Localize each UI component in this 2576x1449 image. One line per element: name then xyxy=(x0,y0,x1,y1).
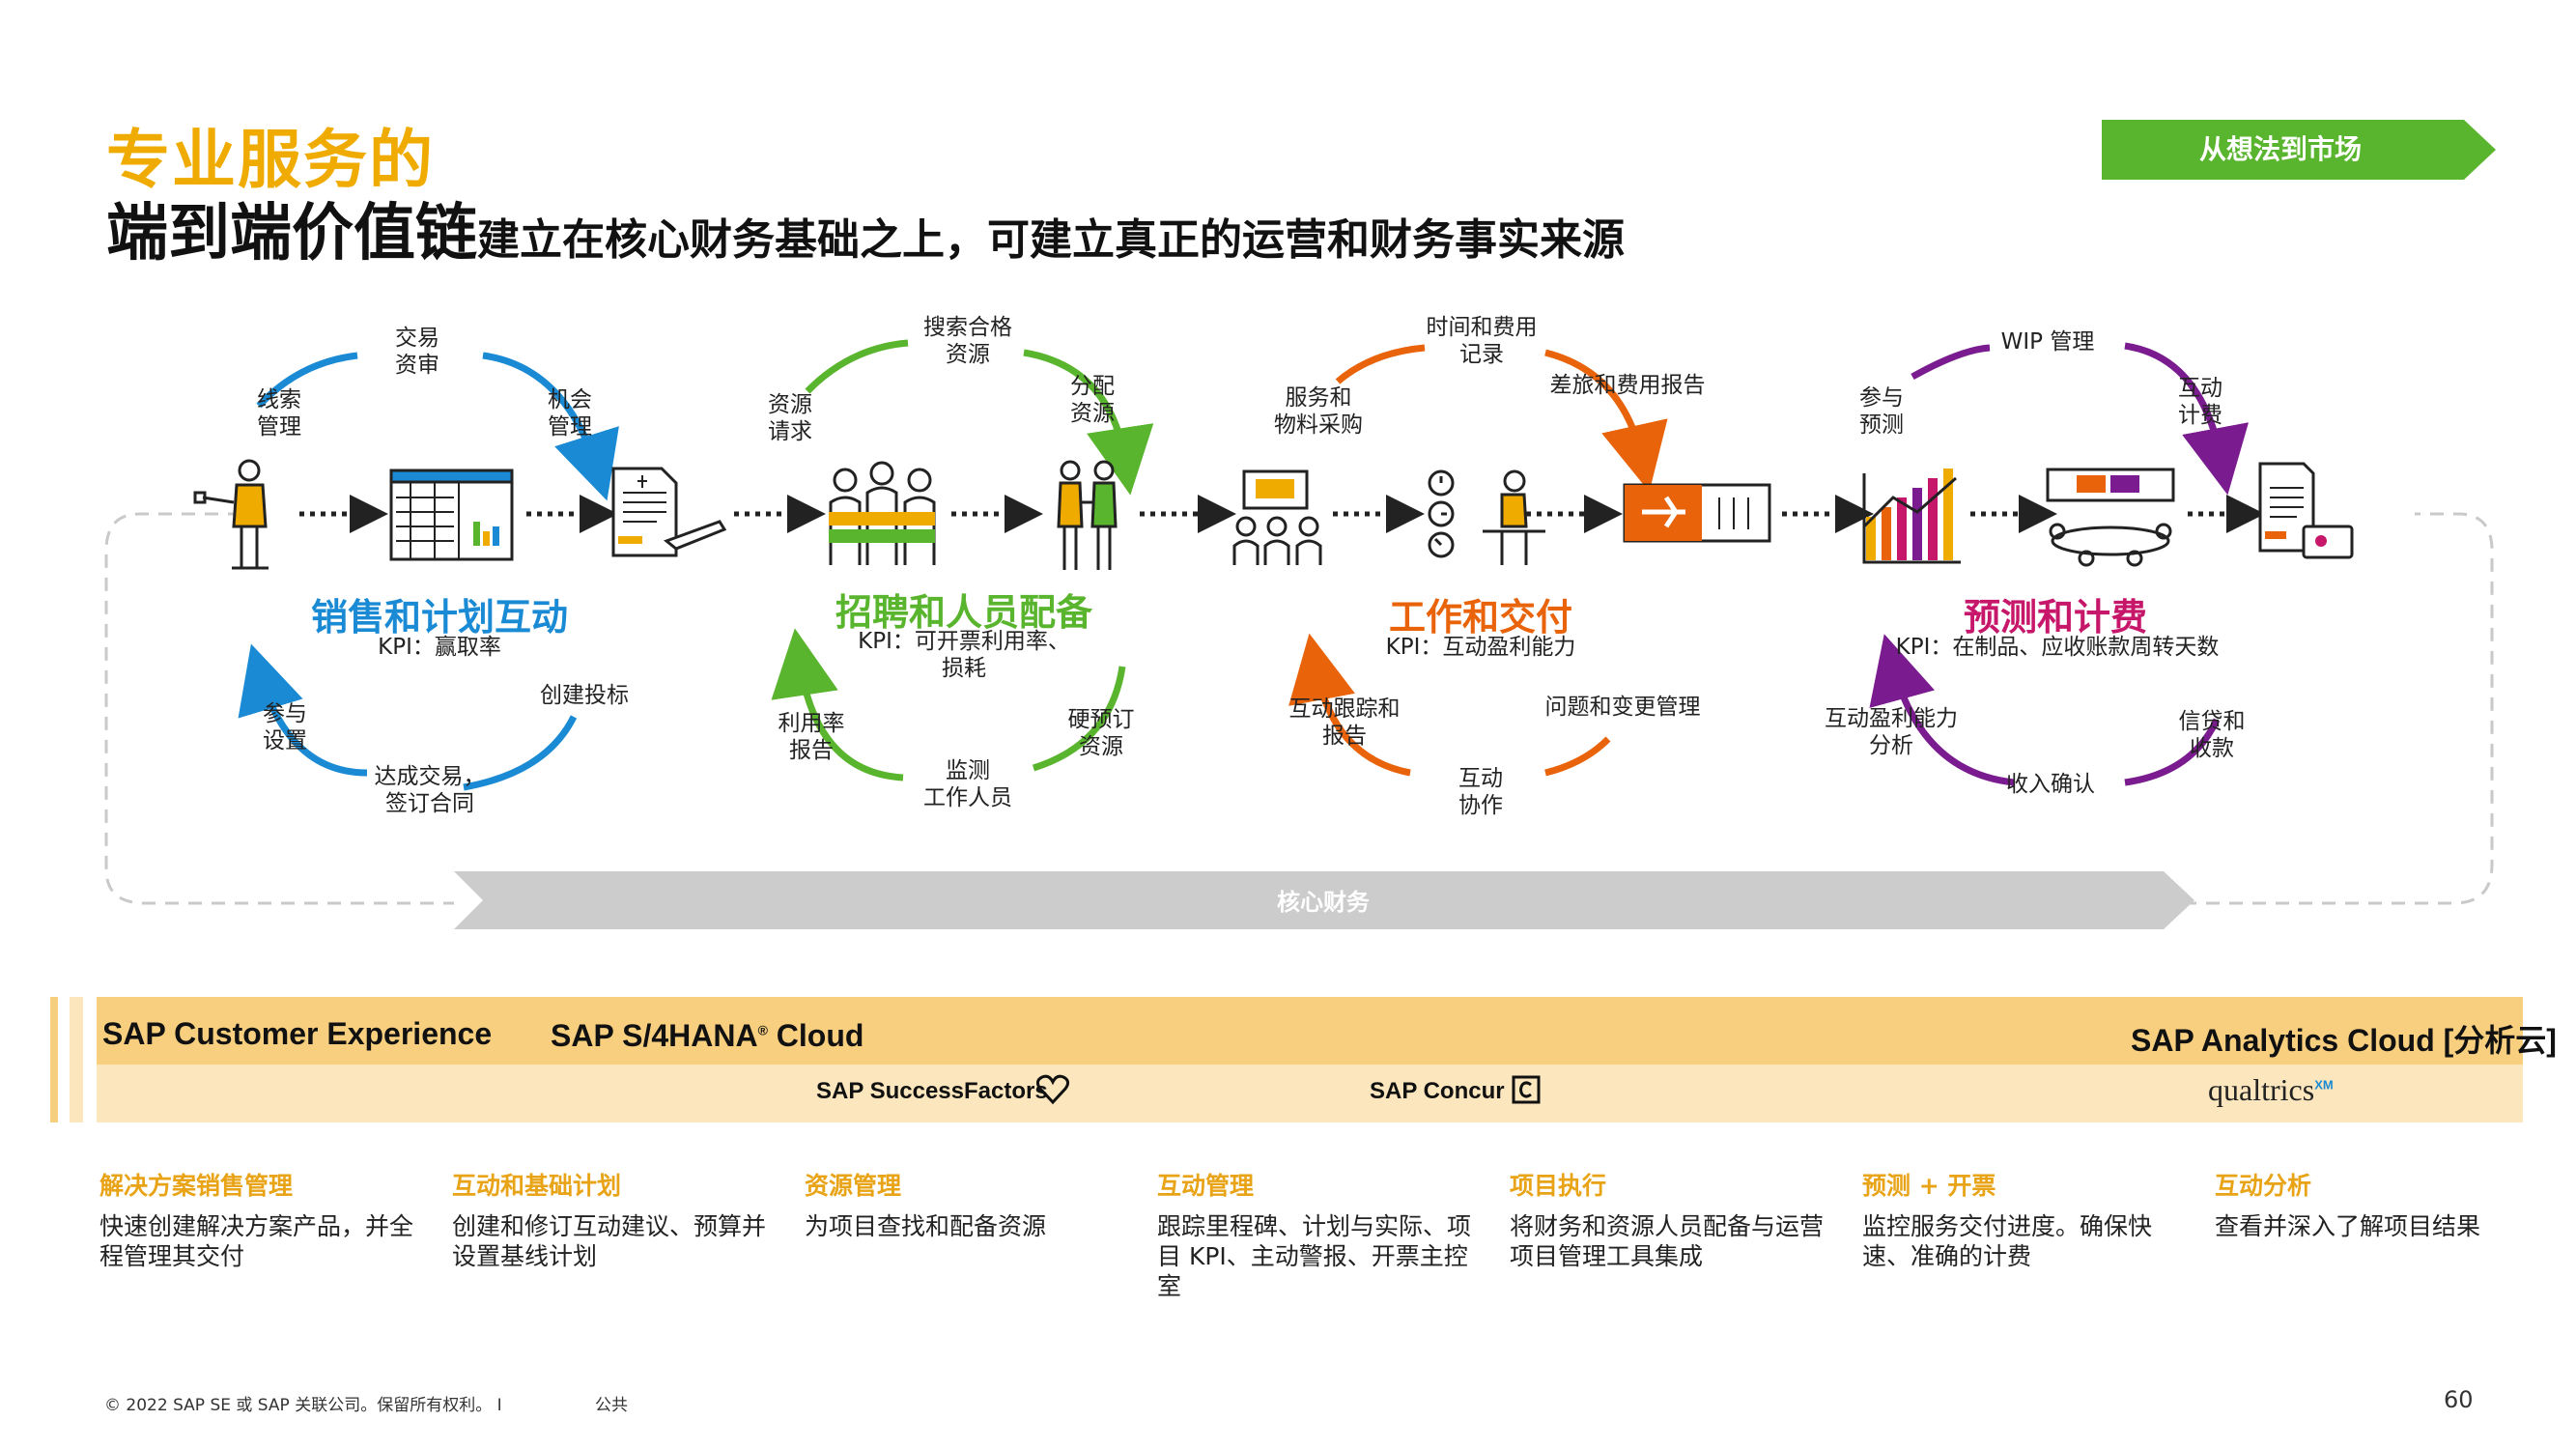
concur-logo-icon xyxy=(1512,1075,1541,1104)
s4hana-name: SAP S/4HANA xyxy=(551,1018,758,1053)
stage-sales-title: 销售和计划互动 xyxy=(310,596,569,639)
product-concur: SAP Concur xyxy=(1370,1078,1505,1104)
page-title-line2: 端到端价值链建立在核心财务基础之上，可建立真正的运营和财务事实来源 xyxy=(106,184,1625,272)
step-credit-collection: 信贷和 收款 xyxy=(2178,709,2246,761)
registered-mark: ® xyxy=(757,1022,768,1038)
step-travel-expense-report: 差旅和费用报告 xyxy=(1549,373,1706,398)
cap-text-6: 监控服务交付进度。确保快速、准确的计费 xyxy=(1862,1212,2153,1270)
cap-text-4: 跟踪里程碑、计划与实际、项目 KPI、主动警报、开票主控室 xyxy=(1157,1212,1472,1300)
step-close-deal: 达成交易， 签订合同 xyxy=(374,764,486,816)
step-engagement-forecast: 参与 预测 xyxy=(1859,385,1904,438)
cap-title-6: 预测 + 开票 xyxy=(1862,1172,1996,1200)
cap-title-1: 解决方案销售管理 xyxy=(99,1172,294,1200)
sales-cycle-arcs xyxy=(238,352,619,791)
cap-title-7: 互动分析 xyxy=(2215,1172,2312,1200)
step-resource-request: 资源 请求 xyxy=(768,392,812,444)
footer-copyright: © 2022 SAP SE 或 SAP 关联公司。保留所有权利。 I xyxy=(104,1396,502,1415)
cap-title-5: 项目执行 xyxy=(1510,1172,1607,1200)
cap-title-4: 互动管理 xyxy=(1157,1172,1255,1200)
billing-cycle-arcs xyxy=(1869,342,2250,786)
heart-icon xyxy=(1036,1074,1069,1105)
footer-classification: 公共 xyxy=(595,1396,628,1415)
cap-text-7: 查看并深入了解项目结果 xyxy=(2215,1212,2481,1240)
band-left-bar-2 xyxy=(70,997,83,1122)
product-band-primary xyxy=(97,997,2523,1065)
cap-text-1: 快速创建解决方案产品，并全程管理其交付 xyxy=(99,1212,414,1270)
cap-text-5: 将财务和资源人员配备与运营项目管理工具集成 xyxy=(1510,1212,1825,1270)
contract-sign-icon xyxy=(611,467,727,557)
page-number: 60 xyxy=(2444,1386,2474,1413)
recruit-cycle-arcs xyxy=(771,339,1154,781)
cap-title-2: 互动和基础计划 xyxy=(452,1172,622,1200)
stage-work-kpi: KPI：互动盈利能力 xyxy=(1385,635,1576,660)
product-qualtrics: qualtricsXM xyxy=(2208,1072,2334,1108)
team-people-icon xyxy=(829,461,936,565)
desk-worker-icon xyxy=(1428,469,1545,565)
step-deal-review: 交易 资审 xyxy=(395,326,439,378)
step-hard-book-resources: 硬预订 资源 xyxy=(1067,707,1135,759)
step-profitability-analysis: 互动盈利能力 分析 xyxy=(1825,706,1958,758)
step-engagement-tracking: 互动跟踪和 报告 xyxy=(1288,696,1401,749)
value-chain-diagram xyxy=(104,339,2494,929)
step-opportunity-management: 机会 管理 xyxy=(548,387,592,440)
cap-text-2: 创建和修订互动建议、预算并设置基线计划 xyxy=(452,1212,767,1270)
product-sap-s4hana: SAP S/4HANA® Cloud xyxy=(551,1018,863,1054)
stage-work-title: 工作和交付 xyxy=(1388,596,1573,639)
core-finance-arrow xyxy=(454,871,2194,929)
product-band-secondary xyxy=(97,1065,2523,1122)
product-successfactors: SAP SuccessFactors xyxy=(816,1078,1048,1104)
step-issue-change-management: 问题和变更管理 xyxy=(1544,695,1701,720)
airplane-ticket-icon xyxy=(1623,483,1771,543)
bar-chart-growth-icon xyxy=(1862,469,1961,564)
badge-label: 从想法到市场 xyxy=(2198,133,2362,165)
conference-table-icon xyxy=(2046,468,2175,567)
step-engagement-billing: 互动 计费 xyxy=(2178,376,2222,428)
dashed-outer-loop xyxy=(104,512,2494,905)
stage-billing-title: 预测和计费 xyxy=(1963,596,2148,639)
step-create-bid: 创建投标 xyxy=(540,683,629,708)
handshake-icon xyxy=(1057,460,1118,570)
meeting-screen-icon xyxy=(1232,469,1322,565)
badge-arrow-shape xyxy=(2102,120,2496,180)
step-service-procurement: 服务和 物料采购 xyxy=(1274,385,1363,438)
step-wip-management: WIP 管理 xyxy=(2000,329,2095,355)
step-monitor-staff: 监测 工作人员 xyxy=(923,758,1012,810)
invoice-payment-icon xyxy=(2258,462,2354,559)
spreadsheet-report-icon xyxy=(389,469,514,561)
cap-text-3: 为项目查找和配备资源 xyxy=(805,1212,1047,1240)
product-sap-analytics-cloud: SAP Analytics Cloud [分析云] xyxy=(2131,1023,2557,1058)
stage-recruit-title: 招聘和人员配备 xyxy=(835,591,1093,634)
work-cycle-arcs xyxy=(1288,344,1668,777)
qualtrics-name: qualtrics xyxy=(2208,1072,2315,1107)
step-assign-resources: 分配 资源 xyxy=(1070,374,1115,426)
qualtrics-xm: XM xyxy=(2314,1077,2334,1093)
step-utilization-report: 利用率 报告 xyxy=(778,711,845,763)
step-engagement-setup: 参与 设置 xyxy=(263,701,307,753)
step-search-resources: 搜索合格 资源 xyxy=(923,315,1012,367)
s4hana-cloud: Cloud xyxy=(767,1018,864,1053)
core-finance-label: 核心财务 xyxy=(1277,889,1370,916)
product-sap-cx: SAP Customer Experience xyxy=(102,1016,493,1051)
stage-sales-kpi: KPI：赢取率 xyxy=(378,635,501,660)
stage-billing-kpi: KPI：在制品、应收账款周转天数 xyxy=(1895,635,2220,660)
stage-recruit-kpi: KPI：可开票利用率、 损耗 xyxy=(858,629,1070,681)
step-time-expense-record: 时间和费用 记录 xyxy=(1426,315,1538,367)
page-title-line1: 专业服务的 xyxy=(106,123,435,197)
step-lead-management: 线索 管理 xyxy=(257,387,301,440)
page-subtitle: 建立在核心财务基础之上，可建立真正的运营和财务事实来源 xyxy=(477,215,1625,265)
person-presenter-icon xyxy=(193,459,269,570)
cap-title-3: 资源管理 xyxy=(805,1172,902,1200)
step-engagement-collaboration: 互动 协作 xyxy=(1458,766,1503,818)
title-main: 端到端价值链 xyxy=(106,198,477,270)
step-revenue-recognition: 收入确认 xyxy=(2006,772,2095,797)
band-left-bar-1 xyxy=(50,997,58,1122)
